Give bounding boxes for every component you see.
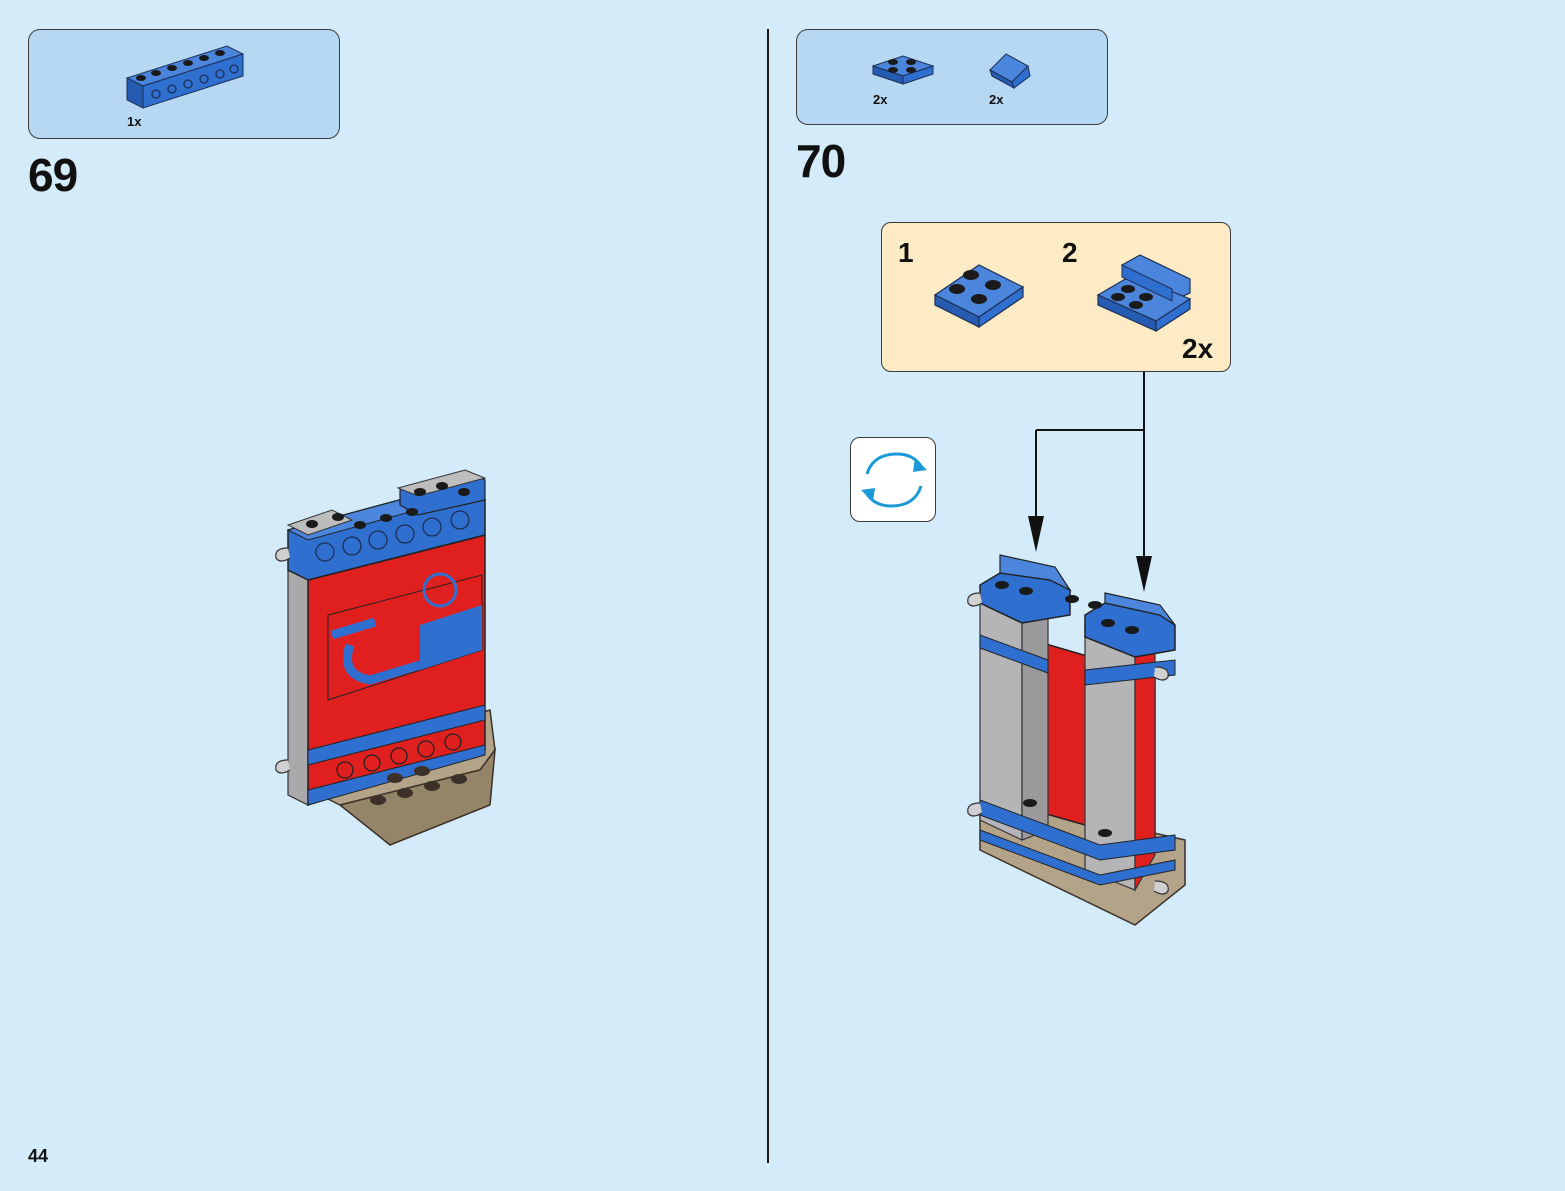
subassembly-callout: 1 2 2x: [881, 222, 1231, 372]
step-number-69: 69: [28, 149, 78, 201]
blue-slope-brick-icon: [989, 53, 1031, 90]
blue-slope-assembly-icon: [1096, 254, 1192, 333]
part-qty: 1x: [127, 114, 142, 129]
blue-technic-brick-icon: [125, 45, 245, 109]
parts-callout-step-69: 1x: [28, 29, 340, 139]
page-divider: [767, 29, 769, 1163]
step-70-model-illustration: [967, 554, 1186, 926]
placement-arrows: [1028, 372, 1152, 592]
substep-number-1: 1: [898, 237, 914, 268]
parts-callout-step-70: 2x 2x: [796, 29, 1108, 125]
substep-number-2: 2: [1062, 237, 1078, 268]
rotate-arrows-icon: [861, 452, 927, 508]
step-69-model-illustration: [275, 469, 496, 846]
blue-2x2-plate-icon: [933, 264, 1025, 329]
part-qty: 2x: [873, 92, 888, 107]
rotate-model-icon: [850, 437, 936, 522]
part-qty: 2x: [989, 92, 1004, 107]
page-number: 44: [28, 1146, 49, 1166]
subassembly-qty: 2x: [1182, 333, 1214, 364]
blue-2x2-plate-icon: [871, 55, 935, 85]
step-number-70: 70: [796, 135, 846, 187]
